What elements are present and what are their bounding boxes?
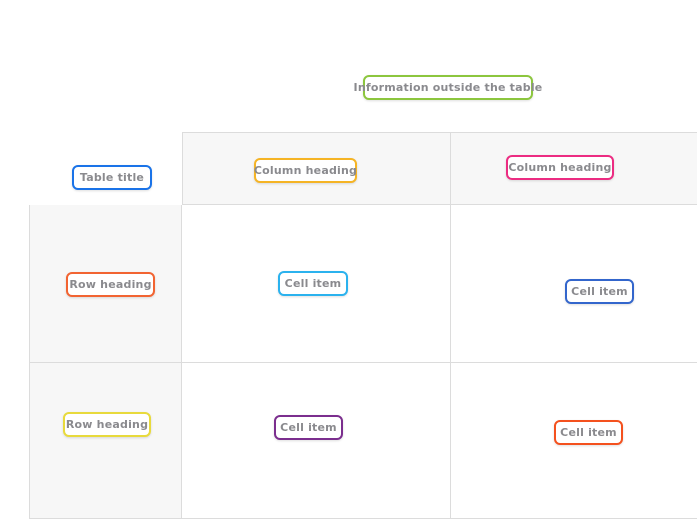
row-heading-label-1: Row heading [69,278,152,291]
column-heading-chip-1[interactable]: Column heading [254,158,357,183]
cell-item-chip-r1c1[interactable]: Cell item [278,271,348,296]
row-heading-chip-2[interactable]: Row heading [63,412,151,437]
table-title-chip[interactable]: Table title [72,165,152,190]
data-table [29,132,697,519]
row-header-cell-2 [29,363,182,519]
row-heading-chip-1[interactable]: Row heading [66,272,155,297]
table-title-label: Table title [79,171,145,184]
cell-item-chip-r2c1[interactable]: Cell item [274,415,343,440]
row-heading-label-2: Row heading [65,418,149,431]
column-heading-label-1: Column heading [253,164,358,177]
column-heading-label-2: Column heading [508,161,612,174]
cell-item-label-r2c1: Cell item [280,421,337,434]
cell-item-chip-r1c2[interactable]: Cell item [565,279,634,304]
cell-item-label-r1c1: Cell item [284,277,342,290]
table-cell-r2c1 [182,363,451,519]
column-heading-chip-2[interactable]: Column heading [506,155,614,180]
cell-item-label-r2c2: Cell item [560,426,617,439]
information-outside-table-chip[interactable]: Information outside the table [354,75,542,100]
cell-item-chip-r2c2[interactable]: Cell item [554,420,623,445]
information-outside-table-label: Information outside the table [353,81,543,94]
cell-item-label-r1c2: Cell item [571,285,628,298]
